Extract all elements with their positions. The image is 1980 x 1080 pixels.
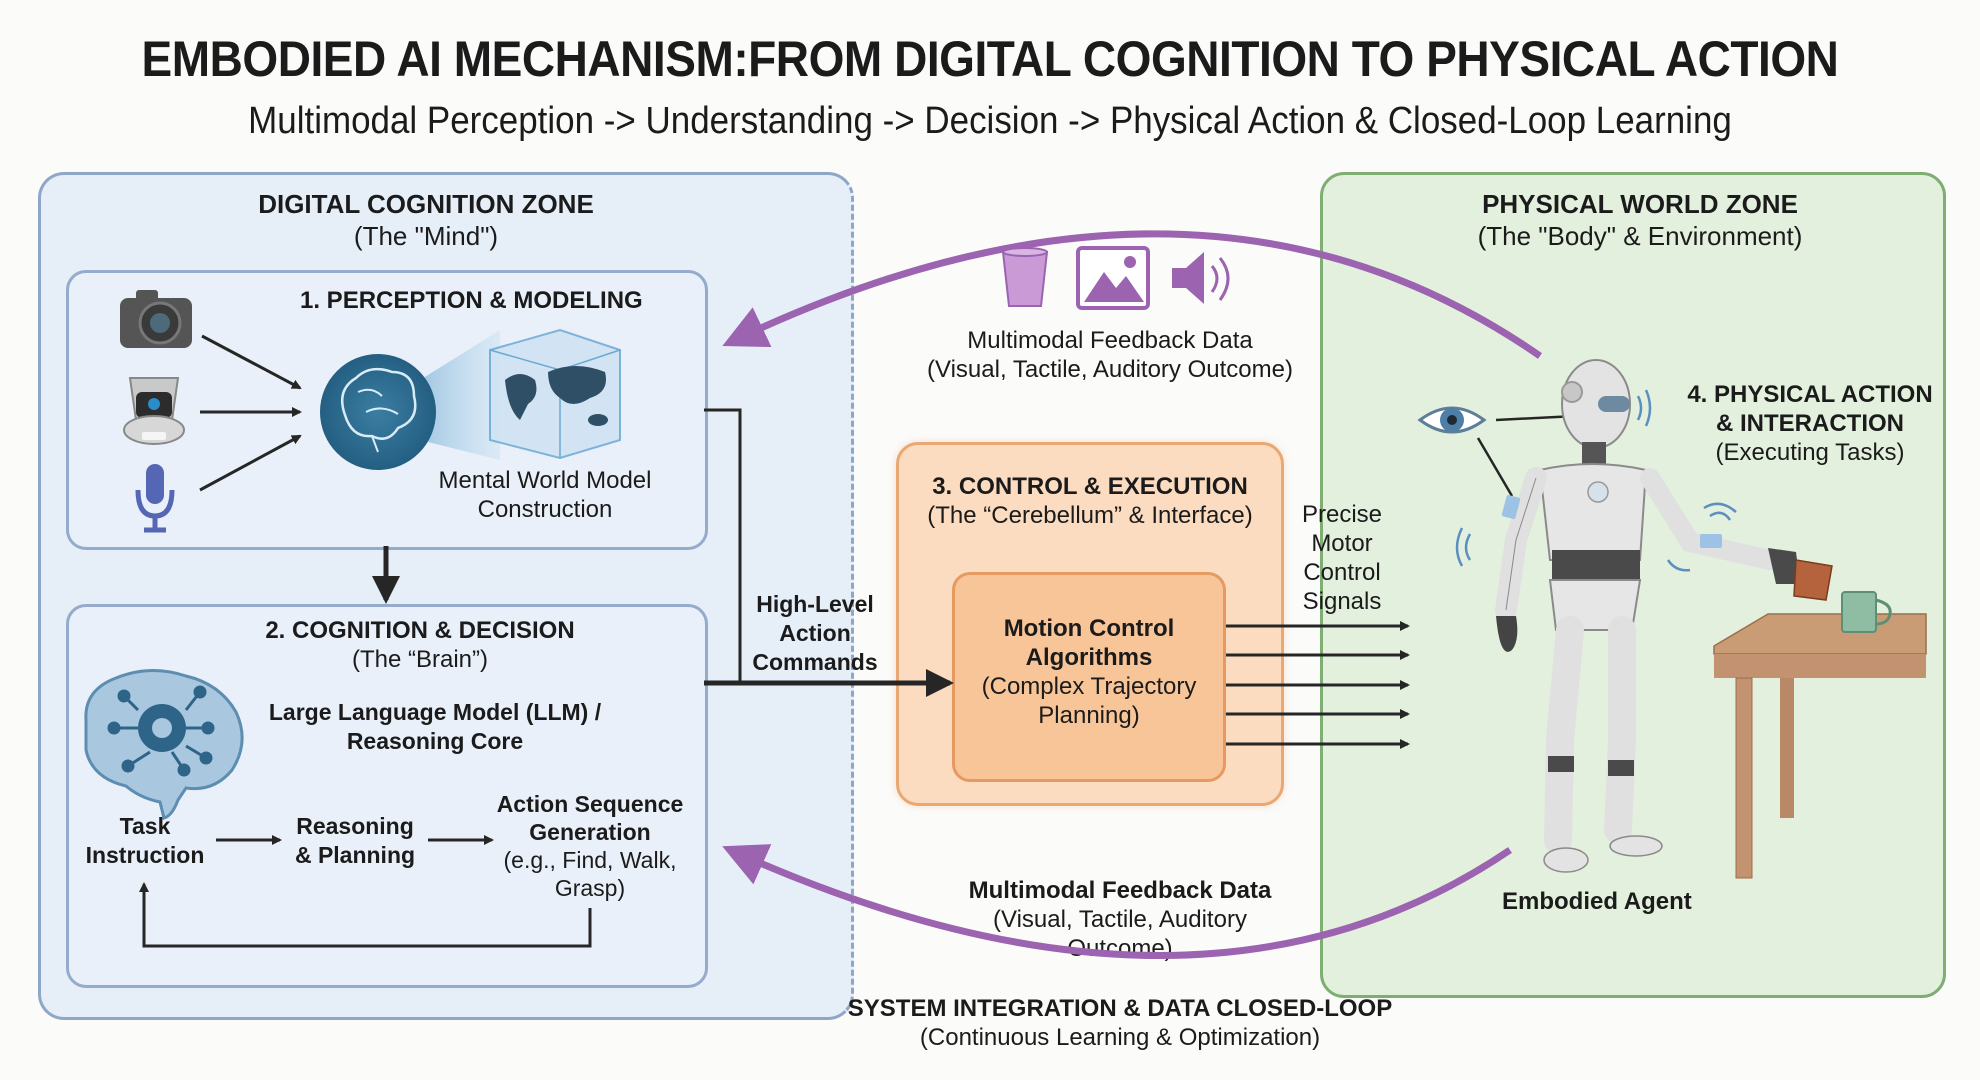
- commands-line2: Action: [779, 620, 851, 646]
- motor-signals-label: Precise Motor Control Signals: [1282, 500, 1402, 616]
- speaker-icon: [1172, 252, 1230, 304]
- physical-zone-header: PHYSICAL WORLD ZONE (The "Body" & Enviro…: [1320, 188, 1960, 252]
- step-line: Task: [119, 813, 171, 839]
- mental-model-label-line2: Construction: [477, 496, 613, 523]
- step-line: Instruction: [85, 842, 205, 868]
- physical-zone-subtitle: (The "Body" & Environment): [1477, 221, 1803, 251]
- step-line: Reasoning: [296, 813, 414, 839]
- step-line: (e.g., Find, Walk,: [503, 847, 677, 873]
- digital-zone-header: DIGITAL COGNITION ZONE (The "Mind"): [38, 188, 814, 252]
- feedback-bottom-label: Multimodal Feedback Data (Visual, Tactil…: [960, 876, 1280, 963]
- step-line: & Planning: [294, 842, 416, 868]
- signals-line: Control: [1303, 559, 1381, 586]
- signals-line: Signals: [1302, 588, 1382, 615]
- signals-line: Precise: [1301, 501, 1383, 528]
- physical-action-subtitle: (Executing Tasks): [1715, 439, 1905, 466]
- physical-world-zone: [1320, 172, 1946, 998]
- motion-line: Planning): [1038, 702, 1140, 729]
- motion-line: (Complex Trajectory: [981, 673, 1197, 700]
- mental-model-label: Mental World Model Construction: [420, 466, 670, 524]
- high-level-commands-label: High-Level Action Commands: [740, 590, 890, 677]
- footer-title: SYSTEM INTEGRATION & DATA CLOSED-LOOP: [847, 995, 1393, 1022]
- cognition-subtitle: (The “Brain”): [351, 646, 489, 673]
- cup-icon: [1001, 247, 1049, 307]
- feedback-top-label: Multimodal Feedback Data (Visual, Tactil…: [880, 326, 1340, 384]
- llm-core-line1: Large Language Model (LLM) /: [268, 699, 602, 725]
- page-title: EMBODIED AI MECHANISM:FROM DIGITAL COGNI…: [141, 31, 1839, 87]
- llm-core-label: Large Language Model (LLM) / Reasoning C…: [250, 698, 620, 756]
- digital-zone-title: DIGITAL COGNITION ZONE: [258, 189, 594, 219]
- feedback-bottom-line1: Multimodal Feedback Data: [968, 877, 1272, 904]
- signals-line: Motor: [1311, 530, 1373, 557]
- feedback-bottom-line3: Outcome): [1067, 935, 1173, 962]
- step-line: Generation: [529, 819, 651, 845]
- step-action-sequence: Action Sequence Generation (e.g., Find, …: [480, 790, 700, 902]
- physical-action-label: 4. PHYSICAL ACTION & INTERACTION (Execut…: [1660, 380, 1960, 467]
- page-subtitle: Multimodal Perception -> Understanding -…: [248, 100, 1732, 142]
- embodied-agent-label: Embodied Agent: [1502, 888, 1692, 915]
- physical-zone-title: PHYSICAL WORLD ZONE: [1482, 189, 1798, 219]
- cognition-header: 2. COGNITION & DECISION (The “Brain”): [200, 616, 640, 674]
- llm-core-line2: Reasoning Core: [346, 728, 524, 754]
- motion-line: Algorithms: [1025, 644, 1153, 671]
- commands-line1: High-Level: [756, 591, 874, 617]
- physical-action-title-line2: & INTERACTION: [1716, 410, 1904, 437]
- footer-subtitle: (Continuous Learning & Optimization): [919, 1024, 1321, 1051]
- feedback-top-line2: (Visual, Tactile, Auditory Outcome): [927, 356, 1293, 383]
- step-reasoning-planning: Reasoning & Planning: [280, 812, 430, 870]
- control-header: 3. CONTROL & EXECUTION (The “Cerebellum”…: [896, 472, 1284, 530]
- step-line: Action Sequence: [496, 791, 684, 817]
- feedback-top-line1: Multimodal Feedback Data: [967, 327, 1253, 354]
- step-line: Grasp): [554, 875, 626, 901]
- motion-control-label: Motion Control Algorithms (Complex Traje…: [952, 614, 1226, 730]
- control-title: 3. CONTROL & EXECUTION: [932, 473, 1248, 500]
- step-task-instruction: Task Instruction: [70, 812, 220, 870]
- digital-zone-subtitle: (The "Mind"): [353, 221, 499, 251]
- motion-line: Motion Control: [1003, 615, 1175, 642]
- control-subtitle: (The “Cerebellum” & Interface): [927, 502, 1253, 529]
- physical-action-title-line1: 4. PHYSICAL ACTION: [1687, 381, 1933, 408]
- mental-model-label-line1: Mental World Model: [438, 467, 652, 494]
- perception-title: 1. PERCEPTION & MODELING: [300, 287, 643, 314]
- commands-line3: Commands: [752, 649, 878, 675]
- feedback-bottom-line2: (Visual, Tactile, Auditory: [993, 906, 1247, 933]
- image-icon: [1076, 246, 1150, 310]
- footer-label: SYSTEM INTEGRATION & DATA CLOSED-LOOP (C…: [840, 994, 1400, 1052]
- cognition-title: 2. COGNITION & DECISION: [265, 617, 575, 644]
